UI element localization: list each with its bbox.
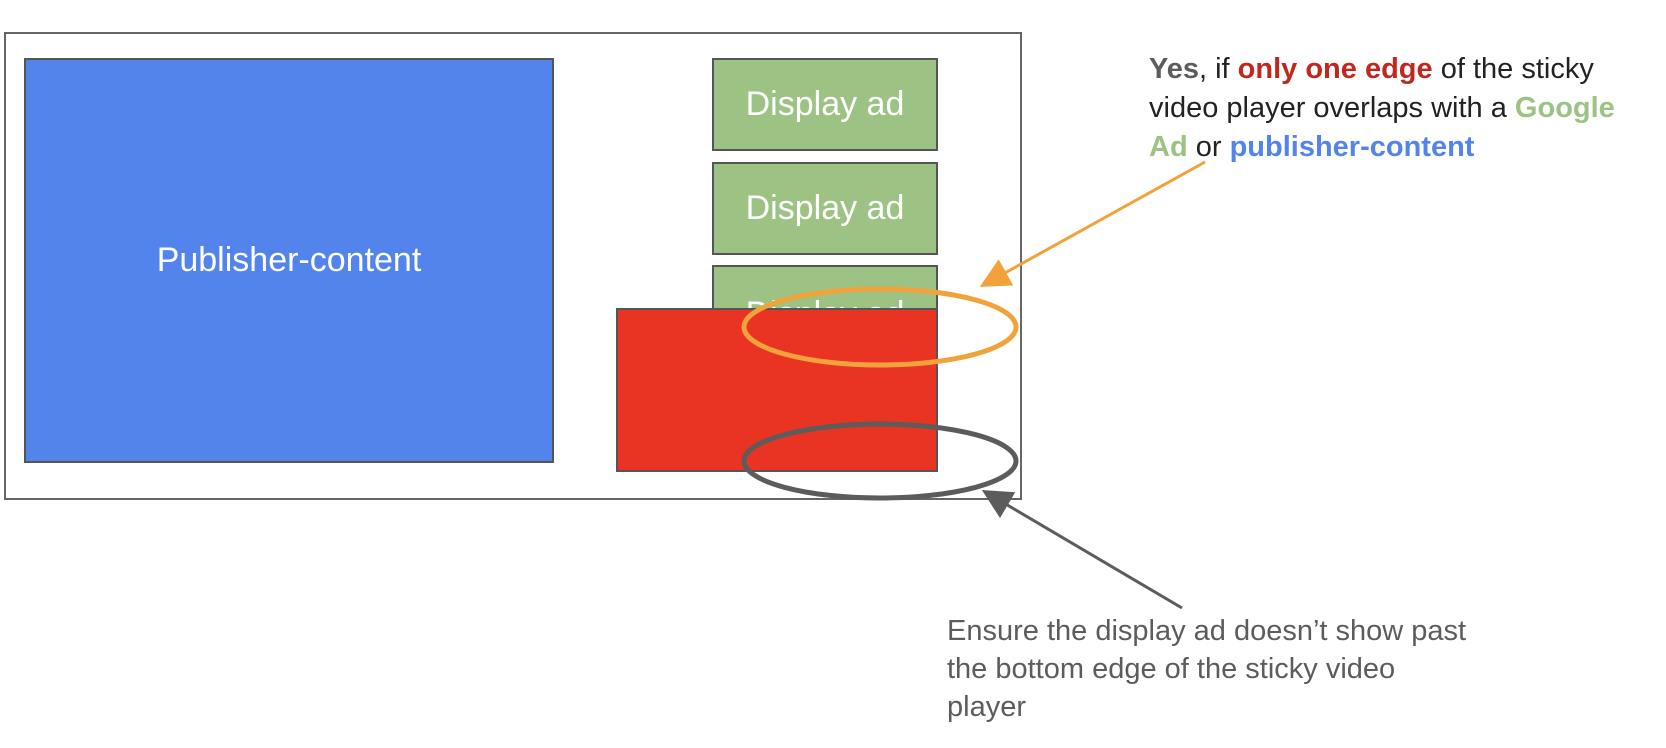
sticky-video-player <box>616 308 938 472</box>
top-edge-highlight-ellipse <box>741 286 1019 368</box>
callout-yes: Yes <box>1149 53 1199 85</box>
callout-text-part: or <box>1187 131 1230 163</box>
callout-only-one-edge: only one edge <box>1237 53 1433 85</box>
callout-text-part: , if <box>1199 53 1238 85</box>
callout-publisher-content: publisher-content <box>1229 131 1475 163</box>
callout-bottom-text: Ensure the display ad doesn’t show past … <box>947 615 1467 723</box>
publisher-content-label: Publisher-content <box>156 241 422 279</box>
display-ad-2: Display ad <box>712 162 938 255</box>
callout-top-text: Yes, if only one edge of the sticky vide… <box>1149 50 1659 167</box>
display-ad-label: Display ad <box>745 189 905 227</box>
display-ad-label: Display ad <box>745 85 905 123</box>
orange-arrow <box>979 160 1206 287</box>
bottom-edge-highlight-ellipse <box>741 421 1019 501</box>
publisher-content-box: Publisher-content <box>24 58 554 463</box>
gray-arrow <box>981 489 1183 610</box>
display-ad-1: Display ad <box>712 58 938 151</box>
callout-text-part: of the sticky video player overlaps with… <box>1149 53 1594 124</box>
callout-google-ad: Google Ad <box>1149 92 1615 163</box>
